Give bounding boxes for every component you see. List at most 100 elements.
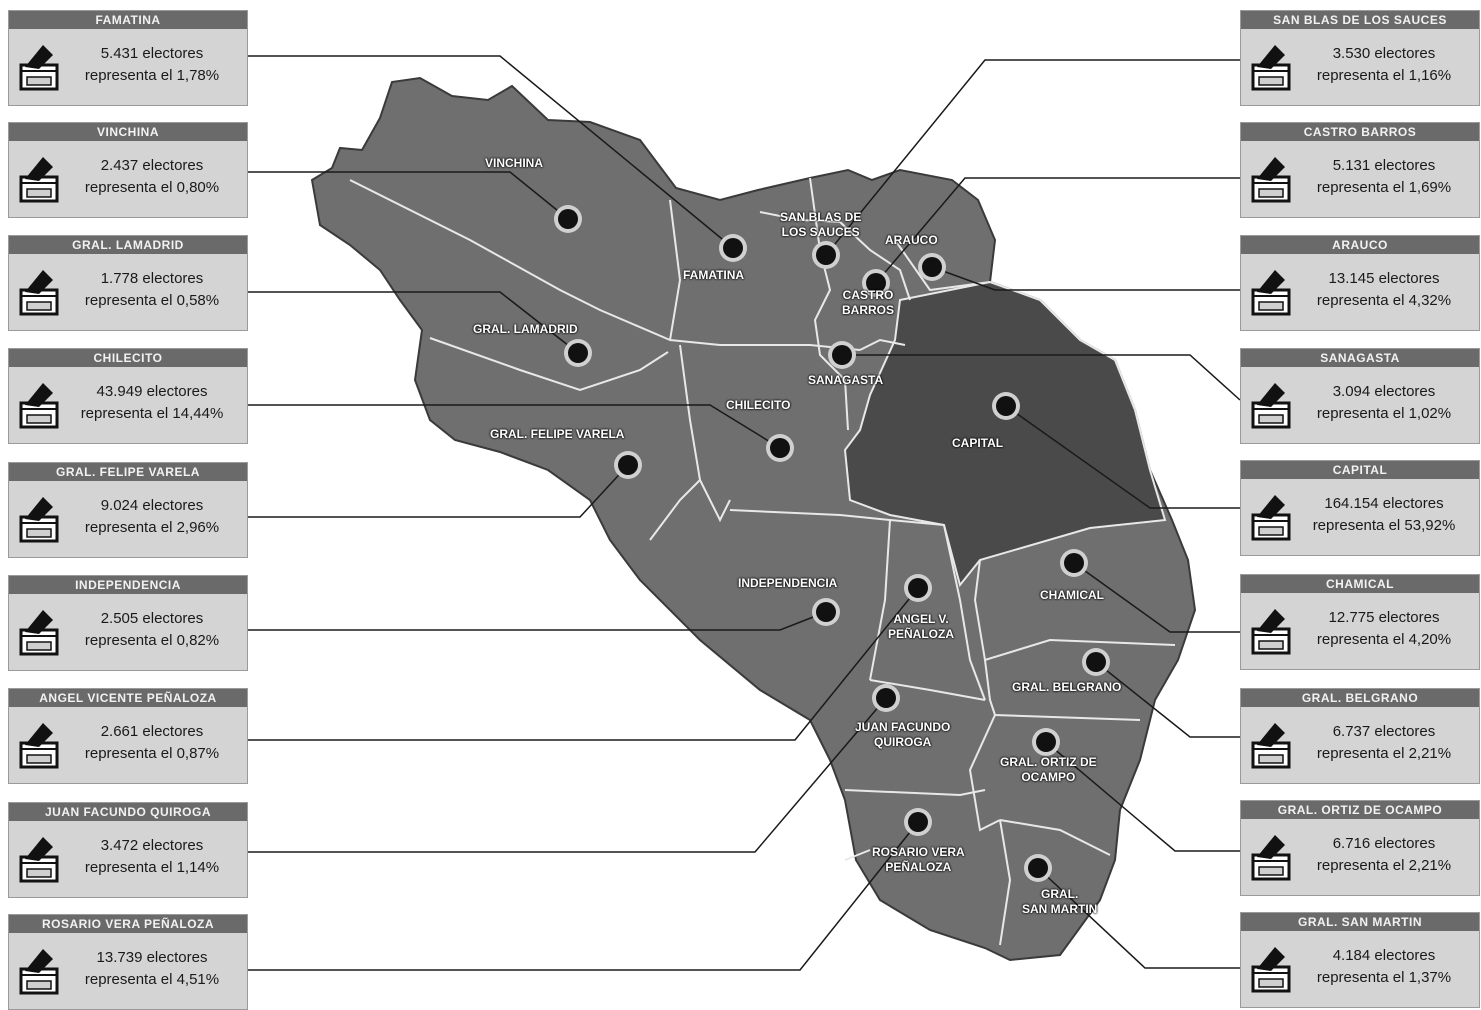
map-label-line: SAN MARTIN: [1022, 902, 1098, 916]
department-card-arauco: ARAUCO 13.145 electores representa el 4,…: [1240, 235, 1480, 331]
electors-share: representa el 14,44%: [80, 405, 224, 422]
electors-count: 43.949 electores: [96, 383, 208, 400]
location-dot-icon: [766, 434, 794, 462]
electors-count: 6.737 electores: [1332, 723, 1436, 740]
electors-count: 164.154 electores: [1324, 495, 1444, 512]
electors-share: representa el 4,32%: [1316, 292, 1452, 309]
electors-share: representa el 1,69%: [1316, 179, 1452, 196]
map-label-line: ARAUCO: [885, 233, 938, 247]
map-label-capital: CAPITAL: [952, 436, 1003, 451]
department-card-chilecito: CHILECITO 43.949 electores representa el…: [8, 348, 248, 444]
electors-share: representa el 0,87%: [84, 745, 220, 762]
ballot-box-icon: [1249, 719, 1293, 769]
department-markers: [554, 205, 1110, 882]
location-dot-icon: [1082, 648, 1110, 676]
map-label-line: VINCHINA: [485, 156, 544, 170]
ballot-box-icon: [17, 379, 61, 429]
map-label-line: QUIROGA: [874, 735, 932, 749]
leader-line-sanagasta: [842, 354, 1241, 401]
department-card-castro: CASTRO BARROS 5.131 electores representa…: [1240, 122, 1480, 218]
map-label-line: CASTRO: [842, 288, 894, 302]
ballot-box-icon: [1249, 41, 1293, 91]
map-label-line: GRAL. BELGRANO: [1012, 680, 1122, 694]
location-dot-icon: [719, 234, 747, 262]
leader-line-belgrano: [1095, 661, 1240, 738]
electors-share: representa el 1,16%: [1316, 67, 1452, 84]
ballot-box-icon: [1249, 605, 1293, 655]
electors-share: representa el 4,20%: [1316, 631, 1452, 648]
electors-count: 5.131 electores: [1332, 157, 1436, 174]
department-card-vinchina: VINCHINA 2.437 electores representa el 0…: [8, 122, 248, 218]
card-title: INDEPENDENCIA: [9, 576, 247, 594]
card-title: SANAGASTA: [1241, 349, 1479, 367]
map-label-line: OCAMPO: [1021, 770, 1076, 784]
card-body: 2.505 electores representa el 0,82%: [9, 594, 247, 670]
map-label-line: JUAN FACUNDO: [855, 720, 951, 734]
electors-count: 2.437 electores: [100, 157, 204, 174]
department-card-quiroga: JUAN FACUNDO QUIROGA 3.472 electores rep…: [8, 802, 248, 898]
department-card-famatina: FAMATINA 5.431 electores representa el 1…: [8, 10, 248, 106]
department-card-sanmartin: GRAL. SAN MARTIN 4.184 electores represe…: [1240, 912, 1480, 1008]
map-label-line: ANGEL V.: [893, 612, 949, 626]
electors-count: 4.184 electores: [1332, 947, 1436, 964]
ballot-box-icon: [17, 945, 61, 995]
electors-count: 12.775 electores: [1328, 609, 1440, 626]
location-dot-icon: [812, 241, 840, 269]
department-card-varela: GRAL. FELIPE VARELA 9.024 electores repr…: [8, 462, 248, 558]
map-label-line: ROSARIO VERA: [872, 845, 965, 859]
ballot-box-icon: [1249, 943, 1293, 993]
location-dot-icon: [992, 392, 1020, 420]
card-body: 13.739 electores representa el 4,51%: [9, 933, 247, 1009]
map-label-line: CAPITAL: [952, 436, 1004, 450]
department-card-independencia: INDEPENDENCIA 2.505 electores representa…: [8, 575, 248, 671]
card-body: 2.437 electores representa el 0,80%: [9, 141, 247, 217]
department-card-sanagasta: SANAGASTA 3.094 electores representa el …: [1240, 348, 1480, 444]
card-title: FAMATINA: [9, 11, 247, 29]
electors-count: 1.778 electores: [100, 270, 204, 287]
map-label-penaloza: ANGEL V.PEÑALOZA: [888, 612, 954, 642]
map-label-line: INDEPENDENCIA: [738, 576, 838, 590]
ballot-box-icon: [1249, 491, 1293, 541]
electors-share: representa el 4,51%: [84, 971, 220, 988]
leader-line-capital: [1005, 405, 1240, 509]
department-card-sanblas: SAN BLAS DE LOS SAUCES 3.530 electores r…: [1240, 10, 1480, 106]
department-card-lamadrid: GRAL. LAMADRID 1.778 electores represent…: [8, 235, 248, 331]
location-dot-icon: [614, 451, 642, 479]
card-body: 43.949 electores representa el 14,44%: [9, 367, 247, 443]
department-card-penaloza: ANGEL VICENTE PEÑALOZA 2.661 electores r…: [8, 688, 248, 784]
card-body: 164.154 electores representa el 53,92%: [1241, 479, 1479, 555]
map-label-line: LOS SAUCES: [781, 225, 860, 239]
map-label-line: FAMATINA: [683, 268, 745, 282]
map-label-line: GRAL. FELIPE VARELA: [490, 427, 625, 441]
electors-share: representa el 1,14%: [84, 859, 220, 876]
leader-line-quiroga: [248, 697, 887, 853]
ballot-box-icon: [1249, 831, 1293, 881]
card-title: SAN BLAS DE LOS SAUCES: [1241, 11, 1479, 29]
card-title: GRAL. BELGRANO: [1241, 689, 1479, 707]
map-label-chilecito: CHILECITO: [726, 398, 790, 413]
ballot-box-icon: [17, 266, 61, 316]
location-dot-icon: [918, 253, 946, 281]
leader-line-varela: [248, 464, 629, 518]
electors-count: 9.024 electores: [100, 497, 204, 514]
leader-line-chamical: [1073, 562, 1240, 633]
card-body: 6.716 electores representa el 2,21%: [1241, 819, 1479, 895]
department-card-capital: CAPITAL 164.154 electores representa el …: [1240, 460, 1480, 556]
map-label-famatina: FAMATINA: [683, 268, 744, 283]
leader-line-famatina: [248, 55, 734, 249]
ballot-box-icon: [17, 153, 61, 203]
leader-line-castro: [875, 177, 1240, 284]
department-card-belgrano: GRAL. BELGRANO 6.737 electores represent…: [1240, 688, 1480, 784]
leader-line-lamadrid: [248, 291, 579, 354]
location-dot-icon: [564, 339, 592, 367]
map-label-line: PEÑALOZA: [888, 627, 954, 641]
card-title: ROSARIO VERA PEÑALOZA: [9, 915, 247, 933]
ballot-box-icon: [17, 493, 61, 543]
card-title: GRAL. FELIPE VARELA: [9, 463, 247, 481]
electors-count: 2.661 electores: [100, 723, 204, 740]
map-label-arauco: ARAUCO: [885, 233, 938, 248]
location-dot-icon: [828, 341, 856, 369]
department-card-chamical: CHAMICAL 12.775 electores representa el …: [1240, 574, 1480, 670]
